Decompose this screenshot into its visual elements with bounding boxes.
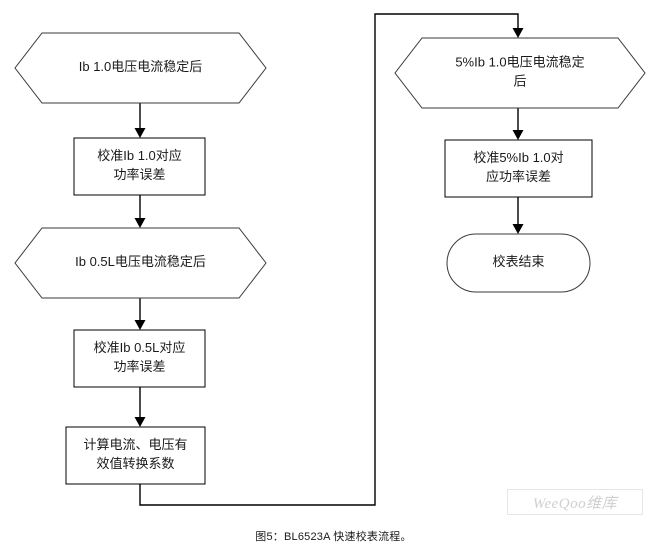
node-outline: [73, 329, 206, 388]
node-outline: [65, 426, 206, 485]
arrow-head-icon: [134, 417, 146, 427]
node-label: 校表结束: [492, 254, 544, 269]
arrow-head-icon: [134, 320, 146, 330]
node-n8-terminator[interactable]: 校表结束: [446, 233, 591, 293]
node-n3-hexagon[interactable]: Ib 0.5L电压电流稳定后: [14, 227, 267, 299]
node-outline: [446, 233, 591, 293]
node-label: 5%Ib 1.0电压电流稳定后: [455, 55, 584, 89]
node-label-line: Ib 0.5L电压电流稳定后: [75, 254, 206, 269]
watermark-badge: WeeQoo维库: [507, 489, 643, 515]
node-label-line: 校准Ib 1.0对应: [97, 148, 182, 163]
connector-n3-to-n4: [134, 298, 146, 330]
connector-n1-to-n2: [134, 103, 146, 138]
connector-layer: [134, 13, 524, 506]
node-label-line: 功率误差: [113, 167, 165, 182]
node-label: Ib 0.5L电压电流稳定后: [75, 254, 206, 269]
node-n5-rectangle[interactable]: 计算电流、电压有效值转换系数: [65, 426, 206, 485]
node-outline: [394, 37, 646, 109]
node-label-line: 计算电流、电压有: [83, 437, 187, 452]
connector-n5-to-n6: [139, 13, 524, 506]
node-label-line: 功率误差: [113, 359, 165, 374]
node-label-line: 后: [513, 74, 526, 89]
connector-n6-to-n7: [512, 108, 524, 140]
node-outline: [14, 32, 267, 104]
node-n7-rectangle[interactable]: 校准5%Ib 1.0对应功率误差: [444, 139, 593, 198]
connector-n2-to-n3: [134, 195, 146, 228]
node-label: Ib 1.0电压电流稳定后: [79, 59, 203, 74]
arrow-head-icon: [134, 218, 146, 228]
node-label-line: 效值转换系数: [96, 456, 174, 471]
node-label-line: 校表结束: [492, 254, 544, 269]
connector-line: [139, 13, 519, 506]
node-outline: [14, 227, 267, 299]
arrow-head-icon: [512, 224, 524, 234]
connector-n4-to-n5: [134, 387, 146, 427]
node-n1-hexagon[interactable]: Ib 1.0电压电流稳定后: [14, 32, 267, 104]
node-label-line: 校准5%Ib 1.0对: [473, 150, 563, 165]
node-n4-rectangle[interactable]: 校准Ib 0.5L对应功率误差: [73, 329, 206, 388]
arrow-head-icon: [512, 28, 524, 38]
node-label: 校准5%Ib 1.0对应功率误差: [473, 150, 563, 184]
node-label-line: 校准Ib 0.5L对应: [94, 340, 186, 355]
connector-n7-to-n8: [512, 197, 524, 234]
watermark-text: WeeQoo维库: [532, 495, 618, 512]
node-outline: [444, 139, 593, 198]
node-outline: [73, 137, 206, 196]
figure-caption: 图5：BL6523A 快速校表流程。: [255, 531, 412, 543]
node-n6-hexagon[interactable]: 5%Ib 1.0电压电流稳定后: [394, 37, 646, 109]
node-label: 校准Ib 0.5L对应功率误差: [94, 340, 186, 374]
node-label: 校准Ib 1.0对应功率误差: [97, 148, 182, 182]
node-label-line: 应功率误差: [486, 169, 551, 184]
node-label: 计算电流、电压有效值转换系数: [83, 437, 187, 471]
node-label-line: 5%Ib 1.0电压电流稳定: [455, 55, 584, 70]
arrow-head-icon: [134, 128, 146, 138]
node-label-line: Ib 1.0电压电流稳定后: [79, 59, 203, 74]
arrow-head-icon: [512, 130, 524, 140]
node-n2-rectangle[interactable]: 校准Ib 1.0对应功率误差: [73, 137, 206, 196]
